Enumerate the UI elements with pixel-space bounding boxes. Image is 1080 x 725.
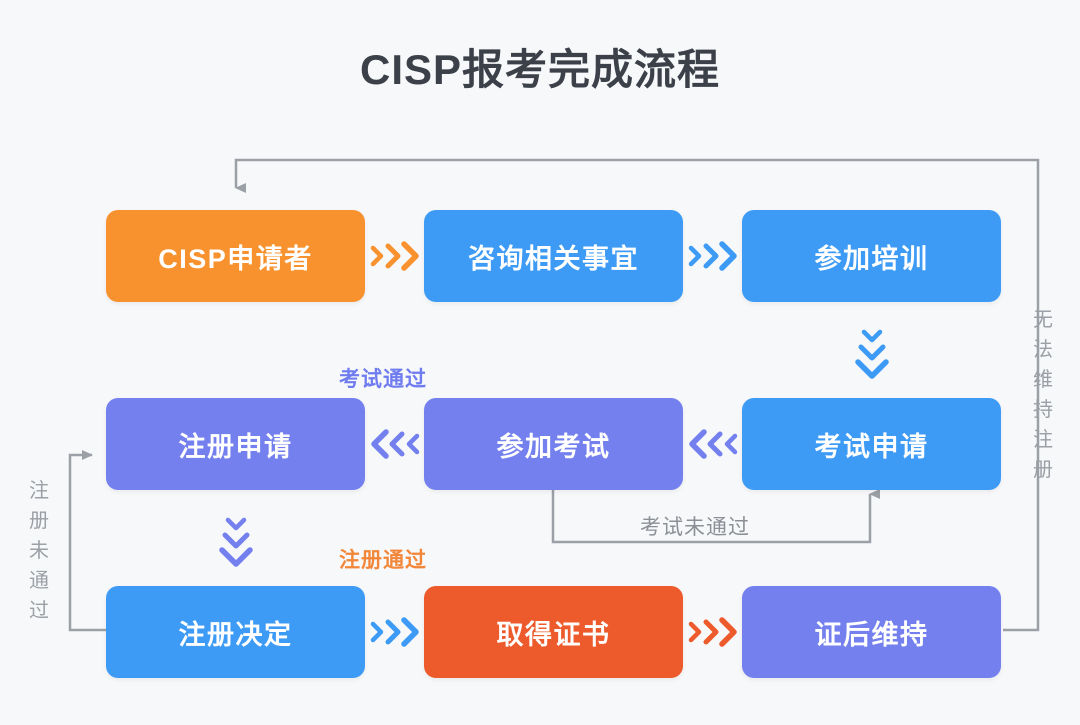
- label-exam-failed: 考试未通过: [640, 516, 750, 539]
- connector-training-to-exam-apply-icon: [845, 322, 899, 382]
- label-exam-passed: 考试通过: [339, 368, 427, 391]
- node-post-cert[interactable]: 证后维持: [742, 586, 1001, 678]
- connector-take-exam-to-register-apply-icon: [368, 420, 422, 468]
- node-take-exam-label: 参加考试: [496, 431, 611, 462]
- connector-register-apply-to-decision-icon: [209, 510, 263, 570]
- connector-decision-to-cert-icon: [368, 608, 422, 656]
- node-register-apply[interactable]: 注册申请: [106, 398, 365, 490]
- connector-applicant-to-consult-icon: [368, 232, 422, 280]
- node-training[interactable]: 参加培训: [742, 210, 1001, 302]
- connector-register-failed: [68, 450, 106, 632]
- node-exam-apply[interactable]: 考试申请: [742, 398, 1001, 490]
- node-post-cert-label: 证后维持: [814, 619, 929, 650]
- node-take-exam[interactable]: 参加考试: [424, 398, 683, 490]
- page-title: CISP报考完成流程: [359, 46, 721, 93]
- node-get-cert-label: 取得证书: [496, 619, 611, 650]
- node-applicant-label: CISP申请者: [158, 243, 313, 274]
- label-cannot-maintain: 无法维持注册: [1033, 309, 1053, 481]
- node-consult[interactable]: 咨询相关事宜: [424, 210, 683, 302]
- node-get-cert[interactable]: 取得证书: [424, 586, 683, 678]
- node-register-decision-label: 注册决定: [178, 619, 293, 650]
- connector-cert-to-post-icon: [686, 608, 740, 656]
- connector-exam-apply-to-take-exam-icon: [686, 420, 740, 468]
- connector-cannot-maintain: [234, 158, 1040, 632]
- connector-exam-failed: [551, 482, 880, 544]
- node-exam-apply-label: 考试申请: [814, 431, 929, 462]
- connector-consult-to-training-icon: [686, 232, 740, 280]
- label-register-failed: 注册未通过: [29, 480, 49, 622]
- node-consult-label: 咨询相关事宜: [468, 243, 639, 274]
- node-register-apply-label: 注册申请: [178, 431, 293, 462]
- node-applicant[interactable]: CISP申请者: [106, 210, 365, 302]
- node-register-decision[interactable]: 注册决定: [106, 586, 365, 678]
- node-training-label: 参加培训: [814, 243, 929, 274]
- label-register-passed: 注册通过: [339, 549, 427, 572]
